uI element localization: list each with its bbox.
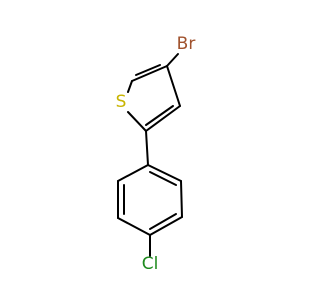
bond-c3-br — [166, 53, 179, 67]
bond-ar1-ar2 — [147, 164, 182, 182]
thiophene-ring — [127, 64, 181, 132]
phenyl-ring — [117, 164, 183, 236]
chlorine-label: Cl — [142, 254, 159, 274]
molecule-structure: Br S Cl — [116, 34, 196, 274]
bond-c5-phenyl — [145, 130, 149, 166]
bond-c3-c4 — [166, 65, 181, 107]
bond-ar6-ar1 — [117, 164, 149, 182]
bond-c2-c3 — [131, 65, 168, 82]
bond-c4-c5-double — [145, 105, 174, 126]
bond-s-c2 — [127, 80, 133, 93]
bond-ar3-ar4 — [149, 216, 183, 236]
bond-ar2-ar3 — [180, 180, 183, 218]
bond-ar3-ar4-inner — [149, 213, 177, 230]
bond-c5-s — [127, 111, 147, 132]
bond-ar4-ar5 — [117, 217, 151, 236]
bond-c2-c3-double — [135, 64, 161, 76]
bromine-label: Br — [177, 34, 196, 54]
bond-ar1-ar2-inner — [149, 171, 177, 186]
sulfur-label: S — [116, 92, 127, 112]
bond-c4-c5 — [145, 105, 181, 132]
molecule-canvas: Br S Cl — [115, 34, 196, 274]
